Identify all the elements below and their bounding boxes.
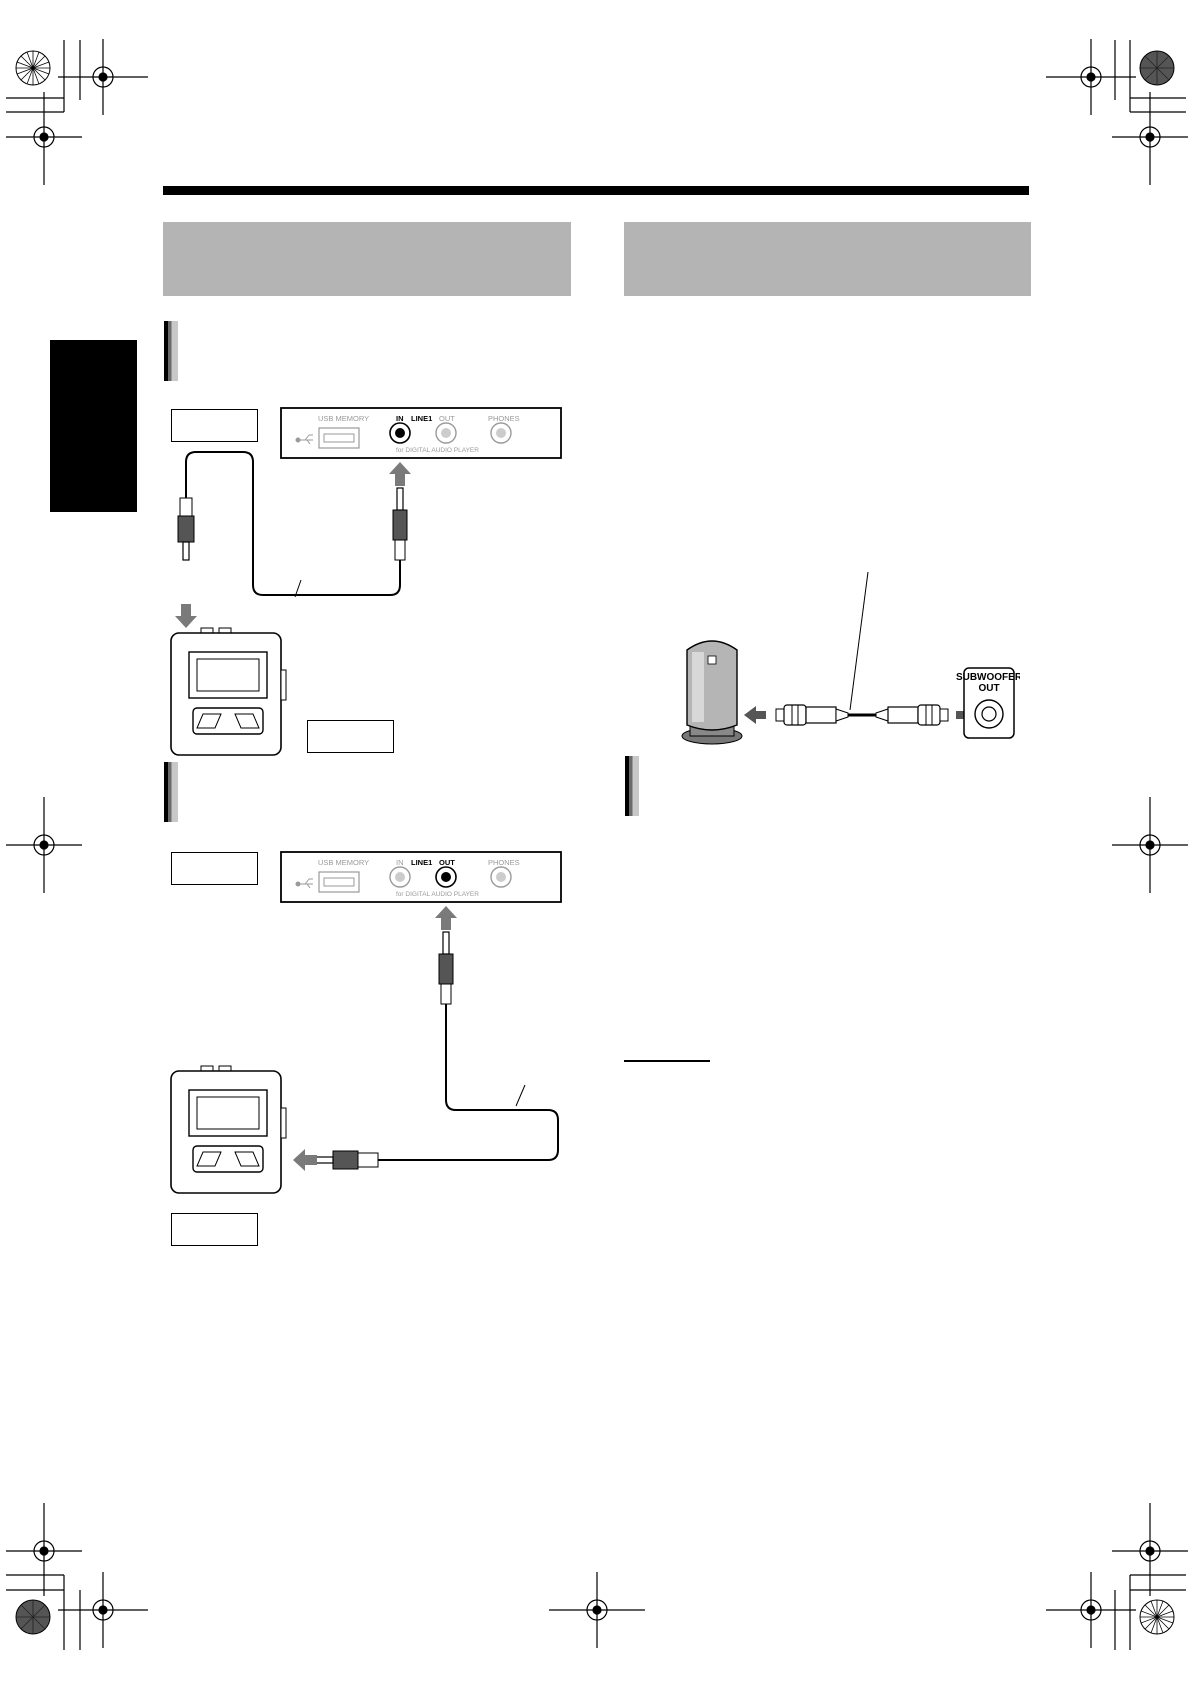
cable-callout-line xyxy=(515,1084,526,1107)
starburst-target-icon xyxy=(1139,50,1175,86)
side-tab xyxy=(50,340,137,512)
line-out-label: OUT xyxy=(439,414,455,423)
crosshair-icon xyxy=(549,1572,645,1648)
usb-port xyxy=(318,871,360,893)
line-in-connection-diagram: USB MEMORY IN LINE1 OUT for DIGITAL AUDI… xyxy=(170,407,562,756)
digital-player-label: for DIGITAL AUDIO PLAYER xyxy=(396,447,479,454)
arrow-left-icon xyxy=(744,706,766,724)
top-rule xyxy=(163,186,1029,195)
crosshair-icon xyxy=(6,92,82,185)
starburst-target-icon xyxy=(15,50,51,86)
subwoofer-out-label: OUT xyxy=(978,683,999,694)
crosshair-icon xyxy=(58,1572,148,1648)
arrow-up-icon xyxy=(389,462,411,486)
line1-label: LINE1 xyxy=(411,414,432,423)
subwoofer-speaker-icon xyxy=(681,640,743,745)
subheading-bar-3 xyxy=(625,756,639,816)
mini-plug-icon xyxy=(177,497,195,561)
usb-icon xyxy=(295,878,313,889)
subwoofer-out-jack xyxy=(974,699,1004,729)
line-out-connection-diagram: USB MEMORY IN LINE1 OUT for DIGITAL AUDI… xyxy=(170,851,562,1194)
phones-label: PHONES xyxy=(488,858,520,867)
rca-plug-icon xyxy=(875,704,949,726)
right-section-header xyxy=(624,222,1031,296)
label-box-unit-2 xyxy=(171,852,258,885)
portable-player-icon xyxy=(170,1065,287,1194)
arrow-up-icon xyxy=(435,906,457,930)
cable-callout-line xyxy=(849,571,869,711)
line-out-jack xyxy=(435,866,457,888)
usb-port xyxy=(318,427,360,449)
line-in-jack xyxy=(389,422,411,444)
mini-plug-icon xyxy=(312,1150,379,1170)
crosshair-icon xyxy=(1112,92,1188,185)
usb-memory-label: USB MEMORY xyxy=(318,414,369,423)
label-box-player-2 xyxy=(171,1213,258,1246)
line-in-jack xyxy=(389,866,411,888)
starburst-target-icon xyxy=(1139,1599,1175,1635)
subwoofer-label: SUBWOOFER xyxy=(956,672,1020,683)
rca-plug-icon xyxy=(775,704,849,726)
note-underline xyxy=(624,1060,710,1062)
starburst-target-icon xyxy=(15,1599,51,1635)
line-out-label: OUT xyxy=(439,858,455,867)
digital-player-label: for DIGITAL AUDIO PLAYER xyxy=(396,891,479,898)
cable-callout-line xyxy=(294,579,302,598)
crosshair-icon xyxy=(58,39,148,115)
label-box-player-1 xyxy=(307,720,394,753)
audio-cable xyxy=(185,451,401,596)
crosshair-icon xyxy=(1112,797,1188,893)
left-section-header xyxy=(163,222,571,296)
line-in-label: IN xyxy=(396,858,404,867)
trim-lines xyxy=(6,40,1186,1650)
subheading-bar-1 xyxy=(164,321,178,381)
phones-jack xyxy=(490,866,512,888)
audio-cable xyxy=(378,1004,559,1161)
crosshair-icon xyxy=(6,797,82,893)
crosshair-icon xyxy=(1046,1572,1136,1648)
arrow-left-icon xyxy=(293,1149,317,1171)
phones-jack xyxy=(490,422,512,444)
crosshair-icon xyxy=(1046,39,1136,115)
arrow-down-icon xyxy=(175,604,197,628)
phones-label: PHONES xyxy=(488,414,520,423)
label-box-unit-1 xyxy=(171,409,258,442)
line-in-label: IN xyxy=(396,414,404,423)
line1-label: LINE1 xyxy=(411,858,432,867)
mini-plug-icon xyxy=(438,931,454,1005)
unit-rear-panel xyxy=(280,407,562,459)
subheading-bar-2 xyxy=(164,762,178,822)
usb-icon xyxy=(295,434,313,445)
subwoofer-connection-diagram: SUBWOOFER OUT xyxy=(681,571,1020,745)
portable-player-icon xyxy=(170,627,287,756)
line-out-jack xyxy=(435,422,457,444)
usb-memory-label: USB MEMORY xyxy=(318,858,369,867)
mini-plug-icon xyxy=(392,487,408,561)
crosshair-icon xyxy=(6,1503,82,1596)
crosshair-icon xyxy=(1112,1503,1188,1596)
